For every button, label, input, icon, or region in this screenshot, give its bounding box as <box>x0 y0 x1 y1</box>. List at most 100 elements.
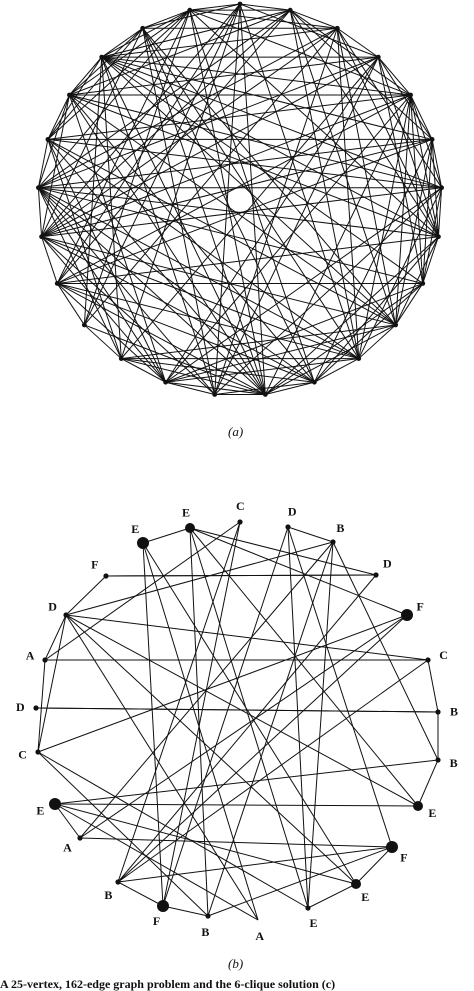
graph-a-edge <box>69 56 103 96</box>
graph-a-edge <box>395 236 439 326</box>
graph-a-edge <box>377 56 439 237</box>
graph-b-edge <box>307 883 357 909</box>
graph-b-vertex <box>115 879 121 885</box>
graph-a-edge <box>120 3 241 359</box>
graph-a-edge <box>41 236 359 360</box>
graph-b-edge <box>207 846 393 917</box>
graph-a-edge <box>165 282 423 383</box>
graph-a-vertex <box>287 7 293 13</box>
graph-a-vertex <box>35 185 41 191</box>
graph-a-edge <box>41 28 144 237</box>
graph-a-edge <box>142 28 216 395</box>
graph-b-vertex <box>425 657 431 663</box>
graph-b-edge <box>117 574 377 883</box>
graph-b-edge <box>105 574 377 577</box>
graph-b-edge <box>417 759 439 807</box>
graph-a-edge <box>289 9 439 238</box>
graph-a-edge <box>289 9 433 140</box>
graph-b-vertex-label: E <box>131 522 139 536</box>
graph-b-edge <box>117 521 241 883</box>
graph-a-edge <box>336 28 397 326</box>
graph-b-vertex-label: E <box>182 506 190 520</box>
graph-b-vertex <box>373 572 379 578</box>
graph-a-edge <box>313 139 433 383</box>
graph-a-edge <box>101 56 442 189</box>
graph-b-edge <box>117 614 408 883</box>
graph-a-edge <box>56 9 191 284</box>
graph-a-edge <box>83 27 338 326</box>
graph-a-edge <box>358 187 443 359</box>
graph-a-edge <box>57 236 439 284</box>
graph-a-edge <box>69 94 439 238</box>
graph-a-edge <box>337 27 379 58</box>
graph-b-edge <box>54 803 81 839</box>
graph-b-edge <box>65 575 107 616</box>
graph-b-edge <box>287 526 393 848</box>
graph-b-vertex <box>33 705 39 711</box>
graph-b-edge <box>142 542 164 907</box>
graph-a-edge <box>165 94 411 383</box>
graph-a-edge <box>38 187 315 383</box>
graph-a-edge <box>41 94 70 237</box>
graph-b-vertex-label: F <box>153 914 160 928</box>
graph-a-edge <box>57 282 359 360</box>
graph-a-vertex <box>436 234 441 240</box>
graph-a-edge <box>101 56 424 284</box>
graph-b-vertex <box>205 913 211 919</box>
graph-a-edge <box>38 9 291 189</box>
graph-a-edge <box>395 283 424 326</box>
graph-a-edge <box>47 9 191 140</box>
graph-a-edge <box>395 139 433 326</box>
graph-b-edge <box>65 614 429 661</box>
graph-a-edge <box>437 187 443 237</box>
graph-b-vertex <box>49 798 61 810</box>
graph-a-edge <box>314 283 424 383</box>
graph-b-edge <box>65 614 357 885</box>
graph-a-edge <box>142 9 190 29</box>
graph-a-edge <box>165 381 215 395</box>
graph-b-vertex <box>330 539 336 545</box>
graph-b-vertex-label: F <box>91 557 98 571</box>
graph-a-edge <box>69 27 144 96</box>
graph-b-vertex-label: E <box>309 916 317 930</box>
graph-a-vertex <box>334 25 340 31</box>
graph-b-vertex <box>386 841 398 853</box>
graph-b-vertex <box>35 749 41 755</box>
graph-b-edge <box>35 707 439 713</box>
graph-b-vertex-label: E <box>361 890 369 904</box>
graph-a-vertex <box>356 356 362 361</box>
graph-a-vertex <box>140 25 146 31</box>
graph-a-vertex <box>118 356 124 361</box>
graph-b-vertex-label: B <box>336 521 344 535</box>
graph-a-edge <box>84 324 266 395</box>
graph-a-vertex <box>67 92 72 98</box>
graph-a-edge <box>38 187 439 238</box>
graph-b-edge <box>79 614 408 839</box>
graph-a-edge <box>47 139 266 395</box>
graph-a-edge <box>37 94 70 188</box>
graph-a-vertex <box>45 137 51 142</box>
graph-a-edge <box>431 139 443 188</box>
graph-a-edge <box>68 94 167 383</box>
graph-b-vertex <box>185 523 195 533</box>
graph-a-vertex <box>163 379 169 385</box>
graph-a-edge <box>265 324 396 395</box>
graph-a-edge <box>189 9 338 29</box>
graph-a-edge <box>165 324 396 383</box>
graph-b-edge <box>355 846 393 885</box>
graph-b-edge <box>332 541 439 761</box>
graph-b-vertex <box>285 524 291 530</box>
graph-a-edge <box>101 56 411 96</box>
graph-a-vertex <box>408 92 413 98</box>
graph-a-edge <box>38 9 191 189</box>
graph-a-edge <box>214 56 379 395</box>
graph-a-edge <box>313 236 439 383</box>
graph-b-vertex <box>305 905 311 911</box>
graph-a-edge <box>69 94 266 395</box>
graph-a-vertex <box>99 54 105 60</box>
graph-a-edge <box>189 3 241 11</box>
graph-a-edge <box>57 282 315 383</box>
graph-b-edge <box>189 527 408 616</box>
graph-a-edge <box>41 27 338 238</box>
graph-a-vertex <box>54 281 60 286</box>
